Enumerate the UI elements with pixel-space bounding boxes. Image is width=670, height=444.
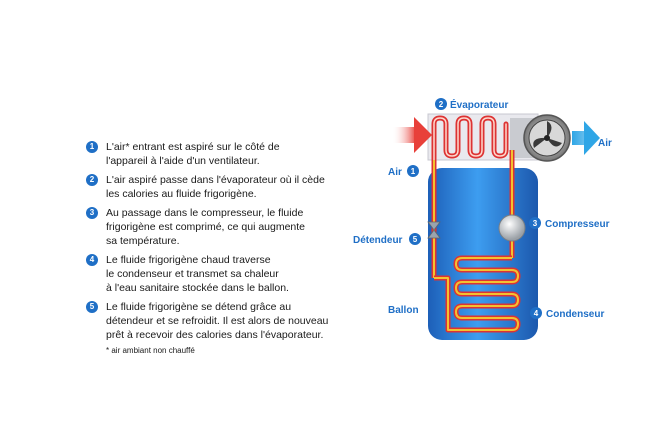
air-out-label: Air [598, 138, 612, 149]
svg-text:3: 3 [533, 219, 538, 228]
svg-text:Air: Air [388, 167, 402, 178]
svg-text:Évaporateur: Évaporateur [450, 98, 508, 111]
compressor-icon [498, 214, 526, 242]
step-number-badge: 3 [86, 207, 98, 219]
svg-text:5: 5 [413, 235, 418, 244]
step-text-line: sa température. [106, 235, 180, 247]
footnote: * air ambiant non chauffé [106, 346, 195, 355]
step-text-line: l'appareil à l'aide d'un ventilateur. [106, 155, 260, 167]
step-number-badge: 4 [86, 254, 98, 266]
step-text-line: le condenseur et transmet sa chaleur [106, 268, 279, 280]
step-text-line: à l'eau sanitaire stockée dans le ballon… [106, 282, 289, 294]
step-item: 5 Le fluide frigorigène se détend grâce … [86, 300, 386, 342]
tank-label: Ballon [388, 305, 419, 316]
step-item: 3 Au passage dans le compresseur, le flu… [86, 206, 386, 248]
svg-text:Condenseur: Condenseur [546, 309, 604, 320]
svg-text:Compresseur: Compresseur [545, 219, 610, 230]
air-in-label: Air 1 [388, 165, 419, 178]
storage-tank [428, 168, 538, 340]
step-number-badge: 5 [86, 301, 98, 313]
step-text-line: les calories au fluide frigorigène. [106, 188, 257, 200]
step-text-line: L'air aspiré passe dans l'évaporateur où… [106, 174, 325, 186]
step-text-line: L'air* entrant est aspiré sur le côté de [106, 141, 280, 153]
steps-list: 1 L'air* entrant est aspiré sur le côté … [86, 140, 386, 355]
step-number-badge: 1 [86, 141, 98, 153]
expansion-valve-label: Détendeur 5 [353, 233, 421, 246]
step-text-line: frigorigène est comprimé, ce qui augment… [106, 221, 306, 233]
fan-icon [523, 114, 571, 162]
step-text-line: prêt à recevoir des calories dans l'évap… [106, 329, 324, 341]
step-item: 4 Le fluide frigorigène chaud traverse l… [86, 253, 386, 295]
step-text-line: détendeur et se refroidit. Il est alors … [106, 315, 329, 327]
svg-text:4: 4 [534, 309, 539, 318]
svg-text:1: 1 [411, 167, 416, 176]
svg-text:Détendeur: Détendeur [353, 235, 403, 246]
expansion-valve-icon [427, 221, 441, 239]
step-text-line: Le fluide frigorigène se détend grâce au [106, 301, 292, 313]
air-out-arrow [572, 121, 600, 155]
step-item: 2 L'air aspiré passe dans l'évaporateur … [86, 173, 386, 201]
step-number-badge: 2 [86, 174, 98, 186]
step-text-line: Le fluide frigorigène chaud traverse [106, 254, 271, 266]
svg-text:2: 2 [439, 100, 444, 109]
step-text-line: Au passage dans le compresseur, le fluid… [106, 207, 304, 219]
air-in-arrow [392, 117, 432, 153]
condenser-label: 4 Condenseur [530, 307, 604, 320]
step-item: 1 L'air* entrant est aspiré sur le côté … [86, 140, 386, 168]
compressor-label: 3 Compresseur [529, 217, 610, 230]
evaporator-label: 2 Évaporateur [435, 98, 508, 111]
